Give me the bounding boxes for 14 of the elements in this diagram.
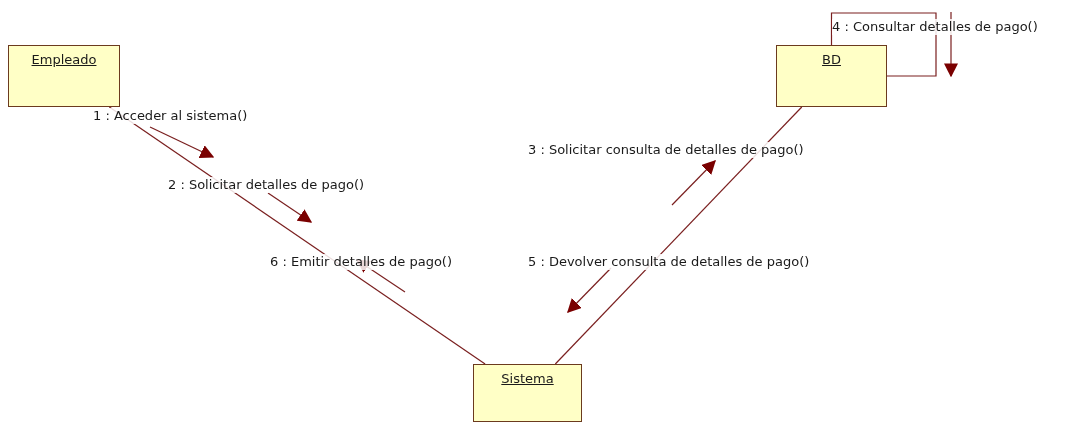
message-label: 1 : Acceder al sistema()	[93, 108, 248, 124]
object-box	[8, 45, 120, 107]
object-box	[776, 45, 887, 107]
object-name: Sistema	[501, 371, 554, 386]
link-line	[554, 106, 803, 365]
message-label: 2 : Solicitar detalles de pago()	[168, 177, 365, 193]
message-label: 3 : Solicitar consulta de detalles de pago()	[528, 142, 804, 158]
message-label: 4 : Consultar detalles de pago()	[832, 19, 1038, 35]
message-label: 6 : Emitir detalles de pago()	[270, 254, 452, 270]
object-name: Empleado	[31, 52, 97, 67]
message-label: 5 : Devolver consulta de detalles de pago()	[528, 254, 810, 270]
link-line	[830, 12, 937, 77]
object-box	[473, 364, 582, 422]
object-name: BD	[822, 52, 841, 67]
